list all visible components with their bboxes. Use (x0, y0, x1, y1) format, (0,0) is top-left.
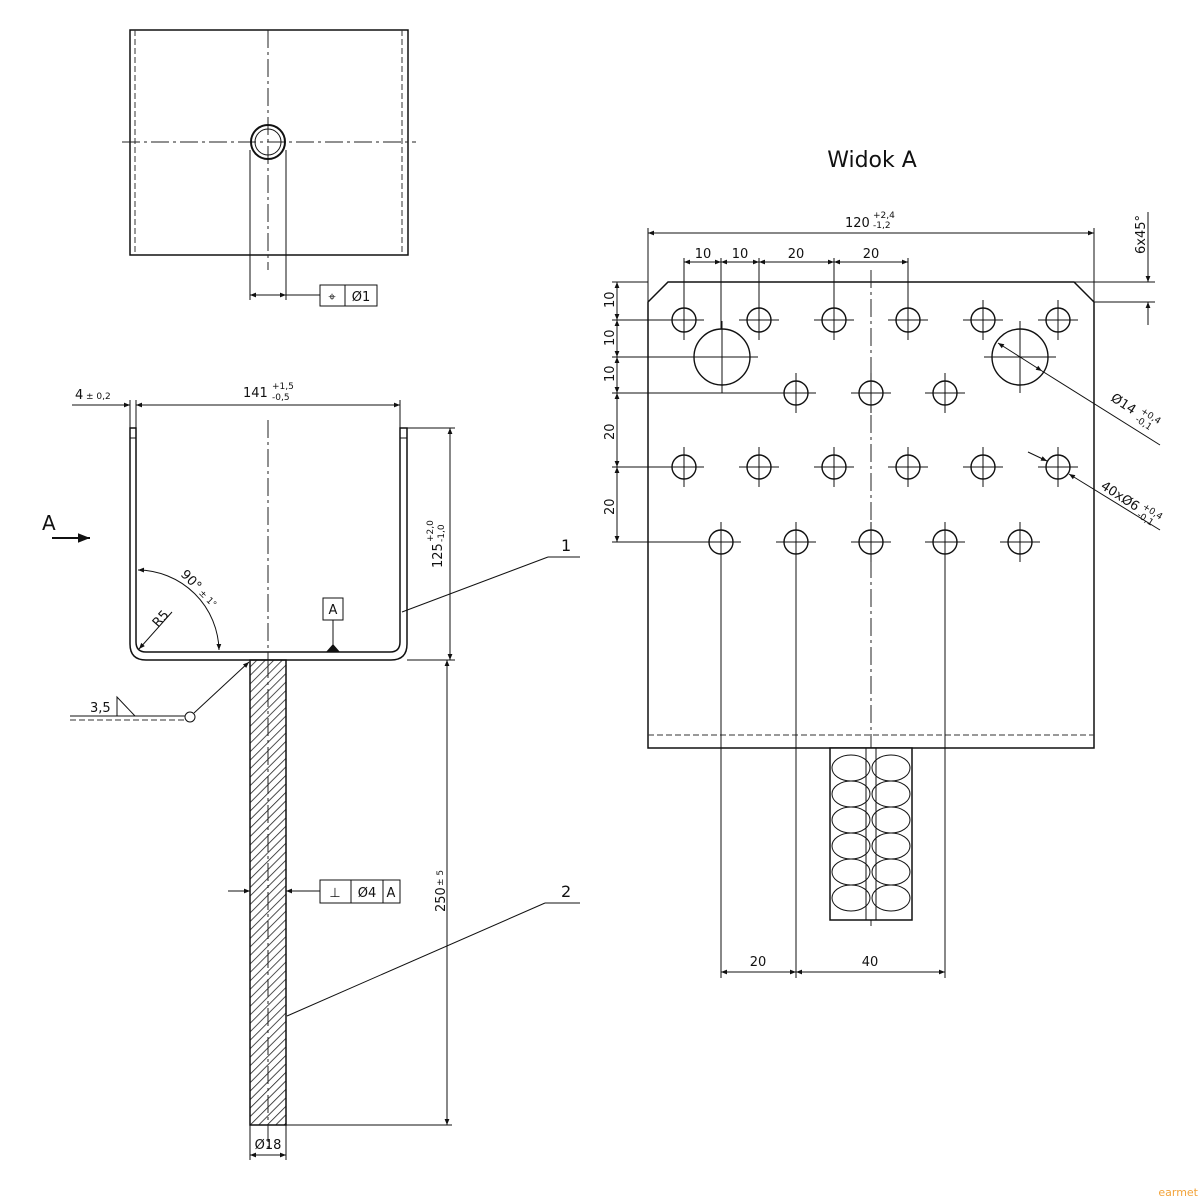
small-hole (963, 447, 1003, 487)
part-label-1: 1 (561, 536, 571, 555)
height-dim-lower: -1,0 (437, 524, 447, 542)
rebar-rib (871, 884, 911, 912)
small-hole (739, 447, 779, 487)
rebar-rib (831, 884, 871, 912)
small-hole (1038, 300, 1078, 340)
thickness-dim-tol: ± 0,2 (86, 392, 111, 402)
width-dim-lower: -0,5 (272, 393, 290, 403)
view-a: Widok A 120 +2,4 -1,2 6x45° 10 10 20 20 (603, 148, 1164, 978)
datum-label: A (329, 603, 338, 618)
position-tolerance-value: Ø1 (352, 290, 371, 305)
view-arrow-label: A (42, 511, 56, 535)
small-hole (851, 522, 891, 562)
small-hole (1000, 522, 1040, 562)
height-dim-value: 125 (431, 543, 446, 568)
bottom-dim: 20 (750, 955, 767, 970)
small-hole (814, 447, 854, 487)
view-a-title: Widok A (827, 148, 917, 173)
part-label-2: 2 (561, 882, 571, 901)
plate-width-upper: +2,4 (873, 211, 895, 221)
radius-dim: R5 (150, 608, 173, 631)
top-dim: 10 (732, 247, 749, 262)
left-dim: 10 (603, 291, 618, 308)
small-hole (963, 300, 1003, 340)
rebar-end-view (829, 747, 913, 921)
rebar-diameter: Ø18 (255, 1138, 282, 1153)
perpendicularity-symbol: ⊥ (329, 886, 340, 901)
small-hole (1038, 447, 1078, 487)
watermark: earmet (1158, 1186, 1198, 1199)
center-hole (250, 124, 286, 160)
position-tolerance-frame: ⌖ Ø1 (319, 284, 378, 307)
weld-symbol: 3,5 (70, 661, 250, 723)
front-view: 141 +1,5 -0,5 4 ± 0,2 125 +2,0 -1,0 A 90… (42, 382, 580, 1160)
top-view: ⌖ Ø1 (122, 29, 416, 307)
position-symbol: ⌖ (328, 290, 336, 305)
small-hole (851, 373, 891, 413)
top-dim: 10 (695, 247, 712, 262)
weld-size: 3,5 (90, 701, 111, 716)
top-dim: 20 (863, 247, 880, 262)
width-dim-value: 141 (243, 386, 268, 401)
rebar-length-tol: ± 5 (436, 870, 446, 886)
plate-width-value: 120 (845, 216, 870, 231)
small-holes-dim: 40xØ6 (1098, 479, 1142, 515)
small-hole (925, 373, 965, 413)
large-hole (686, 321, 758, 393)
plate-width-lower: -1,2 (873, 221, 891, 231)
perpendicularity-value: Ø4 (358, 886, 377, 901)
left-dim: 10 (603, 365, 618, 382)
left-dim: 20 (603, 498, 618, 515)
bottom-dim: 40 (862, 955, 879, 970)
large-hole-dim: Ø14 (1108, 391, 1139, 418)
rebar-length-value: 250 (434, 887, 449, 912)
width-dim-upper: +1,5 (272, 382, 294, 392)
perpendicularity-datum: A (387, 886, 396, 901)
angle-dim-value: 90° (177, 567, 204, 594)
left-dim: 10 (603, 329, 618, 346)
height-dim-upper: +2,0 (426, 520, 436, 542)
small-hole (888, 447, 928, 487)
left-dim: 20 (603, 423, 618, 440)
perpendicularity-frame: ⊥ Ø4 A (319, 879, 401, 904)
thickness-dim-value: 4 (75, 388, 83, 403)
chamfer-dim: 6x45° (1134, 215, 1149, 254)
top-dim: 20 (788, 247, 805, 262)
